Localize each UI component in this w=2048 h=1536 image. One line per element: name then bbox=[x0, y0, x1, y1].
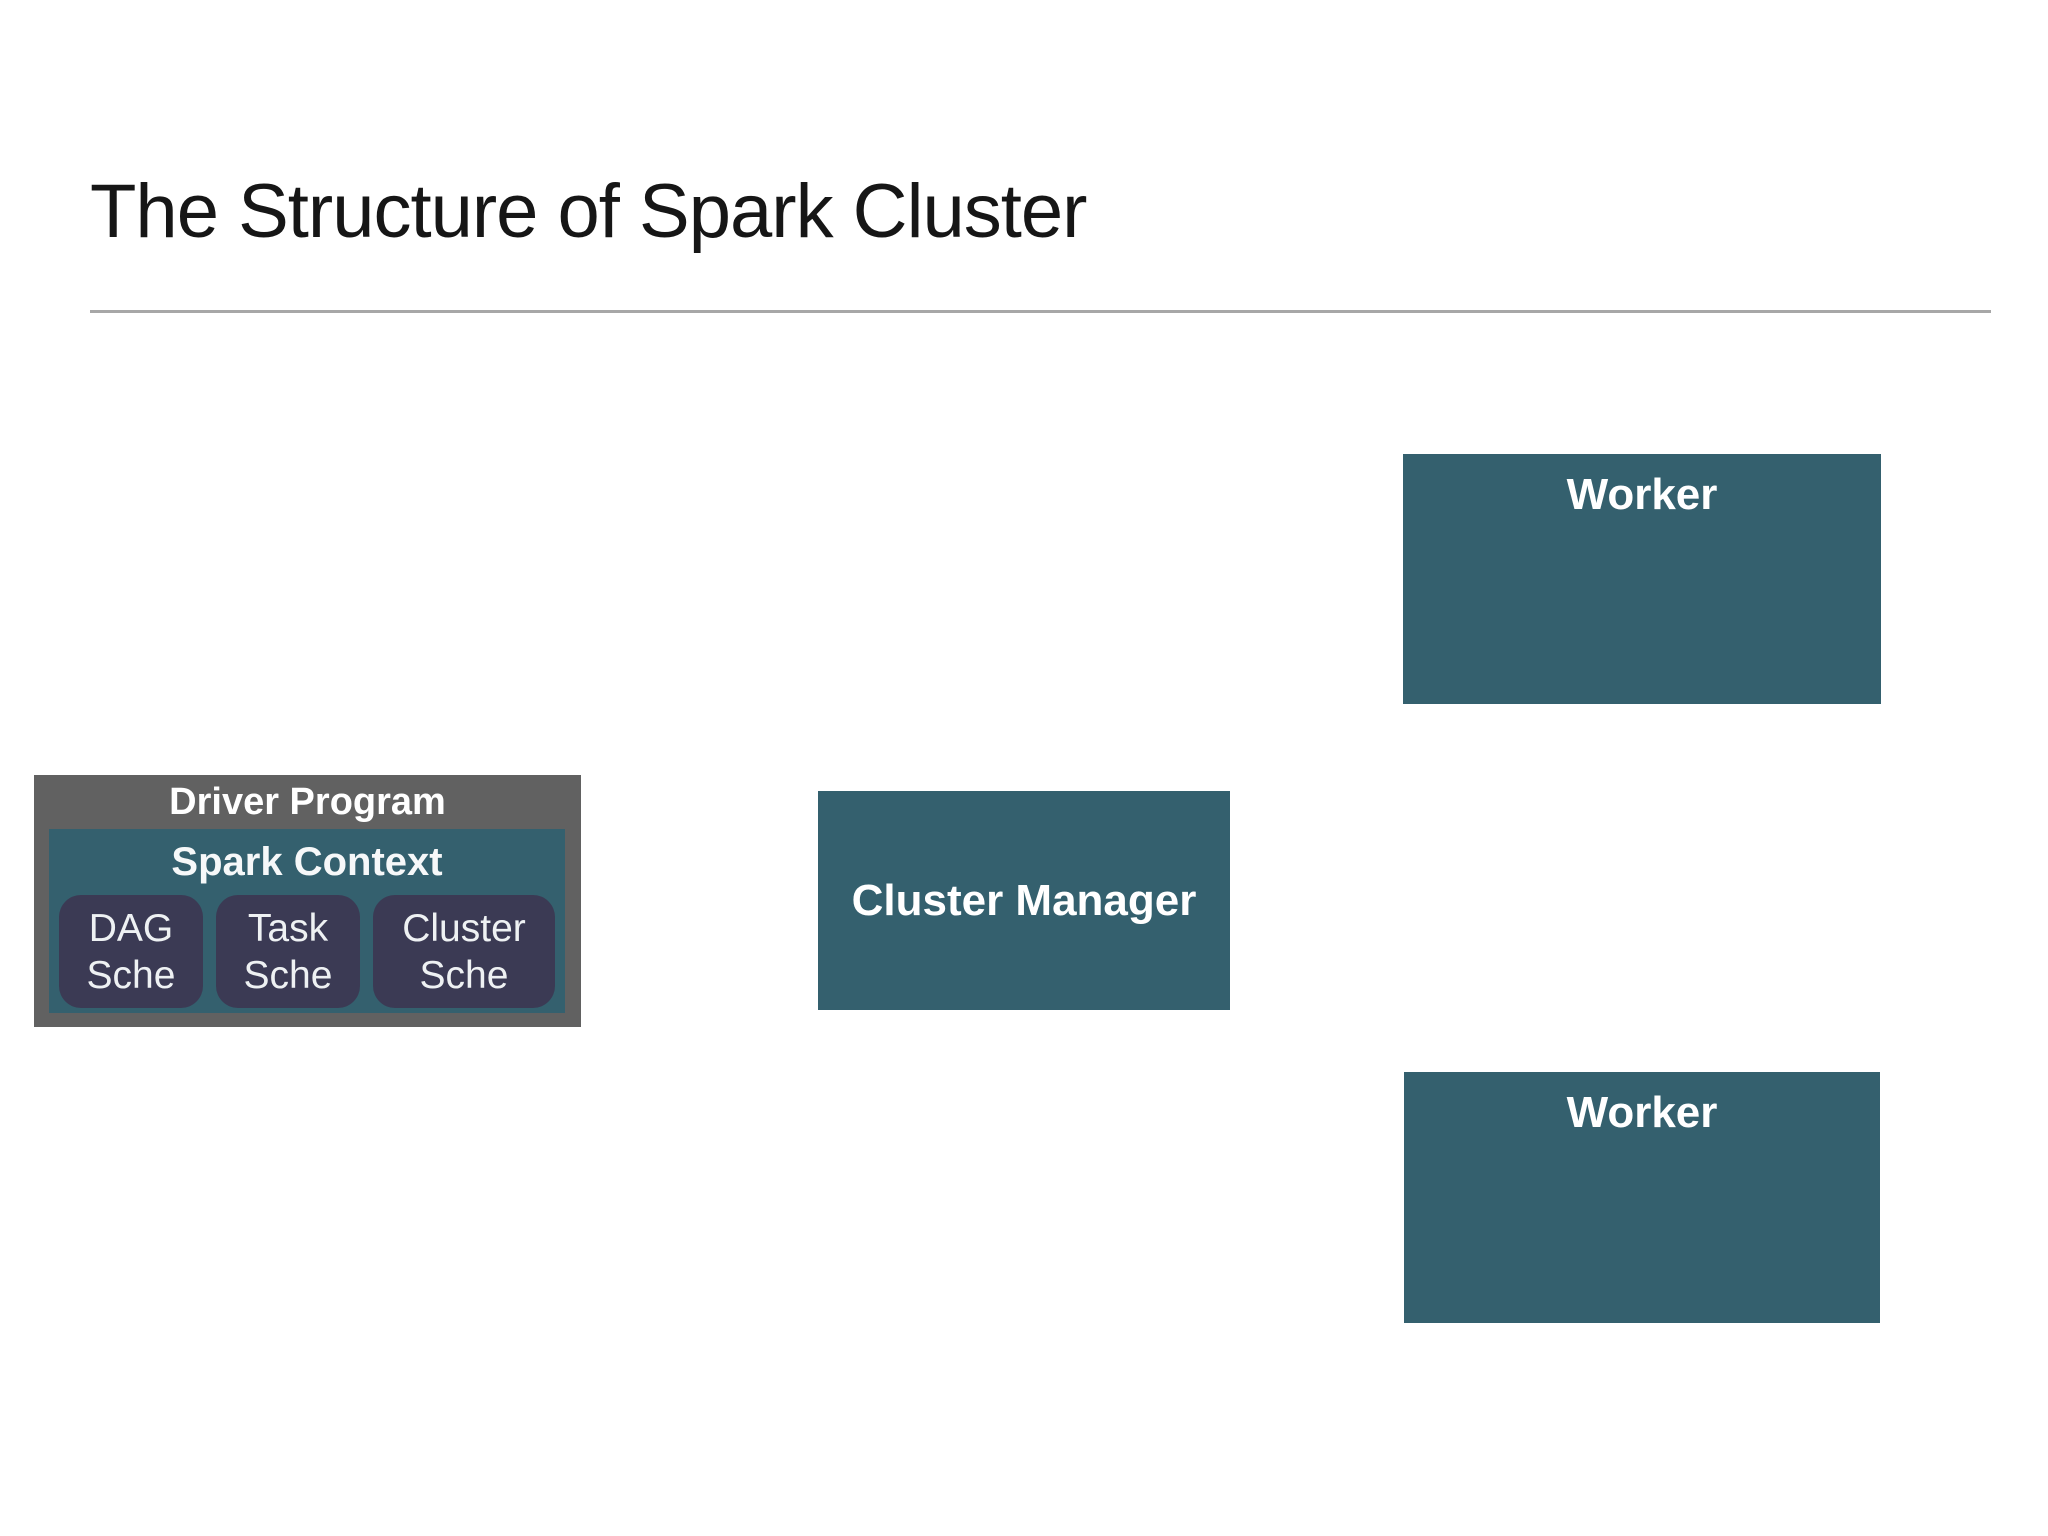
spark-context-label: Spark Context bbox=[171, 840, 443, 884]
cluster-scheduler-box: Cluster Sche bbox=[373, 895, 555, 1008]
task-scheduler-label-line1: Task bbox=[247, 906, 329, 950]
dag-scheduler-label-line1: DAG bbox=[88, 906, 174, 950]
worker-box-top: Worker bbox=[1403, 454, 1881, 704]
dag-scheduler-box: DAG Sche bbox=[59, 895, 203, 1008]
worker-bottom-label: Worker bbox=[1566, 1088, 1718, 1137]
driver-program-box: Driver Program Spark Context DAG Sche Ta… bbox=[34, 775, 581, 1027]
cluster-manager-label: Cluster Manager bbox=[851, 875, 1197, 925]
worker-top-label: Worker bbox=[1566, 470, 1718, 519]
task-scheduler-box: Task Sche bbox=[216, 895, 360, 1008]
cluster-scheduler-label-line2: Sche bbox=[419, 953, 509, 997]
driver-program-label: Driver Program bbox=[169, 781, 446, 823]
dag-scheduler-label-line2: Sche bbox=[86, 953, 176, 997]
slide-title: The Structure of Spark Cluster bbox=[90, 169, 1087, 254]
cluster-manager-box: Cluster Manager bbox=[818, 791, 1230, 1010]
title-divider-line bbox=[90, 310, 1991, 313]
task-scheduler-label-line2: Sche bbox=[243, 953, 333, 997]
cluster-scheduler-label-line1: Cluster bbox=[402, 906, 526, 950]
worker-box-bottom: Worker bbox=[1404, 1072, 1880, 1323]
spark-context-box: Spark Context DAG Sche Task Sche Cluster… bbox=[49, 829, 565, 1013]
